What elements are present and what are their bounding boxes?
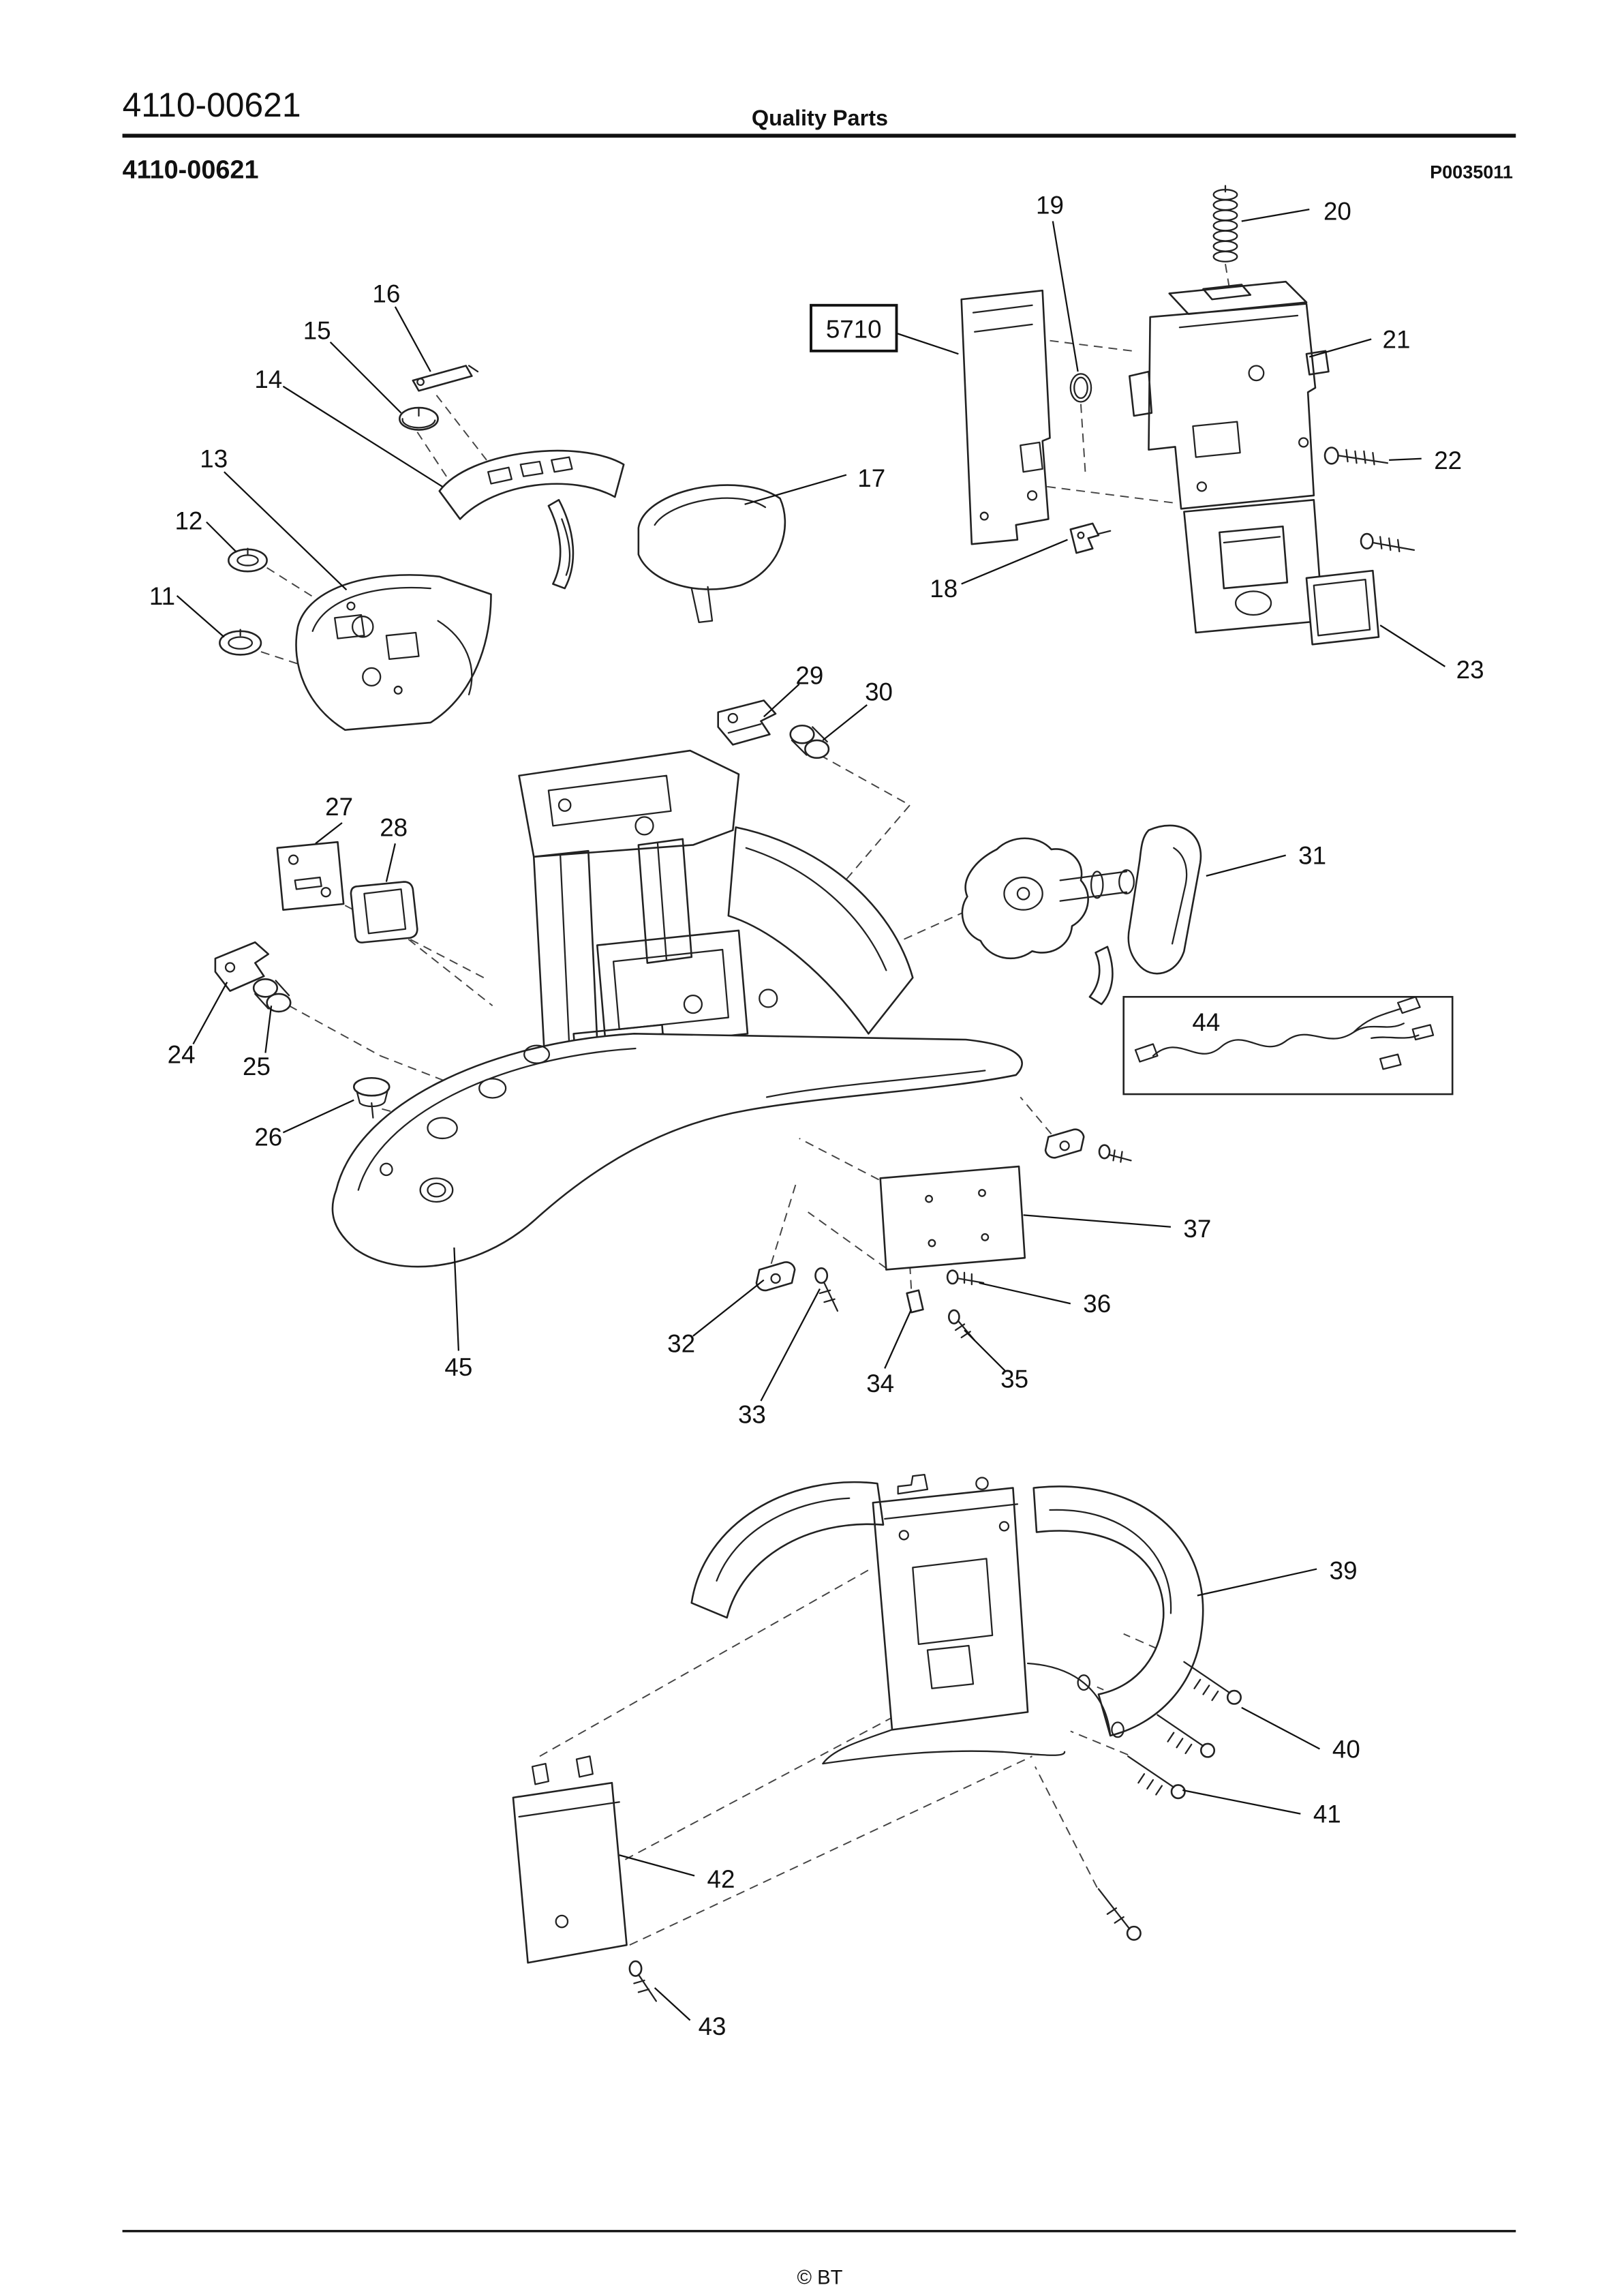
callout-5710: 5710 [826,315,882,343]
part-39-handle-assembly [690,1473,1204,1765]
part-19-oring [1069,373,1092,403]
callout-29: 29 [795,662,823,690]
callout-13: 13 [200,445,228,473]
callout-11: 11 [149,582,175,610]
callout-25: 25 [243,1053,271,1081]
part-11-grommet [219,629,262,656]
part-12-grommet [228,547,268,573]
part-18-contact [1069,522,1112,554]
clamp-pair-drawing [1044,1128,1132,1163]
page-header: 4110-00621 Quality Parts 4110-00621 P003… [123,86,1516,185]
callout-36: 36 [1083,1290,1111,1318]
callout-box [810,303,898,352]
callout-45: 45 [444,1353,472,1381]
callout-28: 28 [380,814,408,842]
page-footer: © BT [122,2230,1516,2289]
header-center-title: Quality Parts [752,106,888,130]
part-26-cap [352,1076,391,1119]
part-13-housing [295,574,492,731]
callout-31: 31 [1298,842,1326,870]
diagram-art [214,185,1454,2002]
callout-15: 15 [303,317,331,345]
callout-18: 18 [930,575,958,603]
part-16-clip [412,365,479,392]
footer-copyright: © BT [797,2267,843,2289]
callout-44: 44 [1192,1008,1220,1036]
callout-22: 22 [1434,447,1462,474]
part-21-housing [1129,280,1330,634]
part-14-cover [438,449,625,590]
lower-mount-screw [1097,1888,1142,1941]
part-25-sleeve [252,978,292,1013]
part-15-grommet [399,406,439,431]
callout-32: 32 [667,1330,695,1358]
part-22-screws [1323,447,1416,553]
boxed-callout-5710: 5710 [810,303,898,352]
part-32-clamp [755,1261,796,1292]
image-reference: P0035011 [1430,162,1513,183]
callout-35: 35 [1000,1365,1028,1393]
part-34-pin [906,1289,924,1314]
callout-33: 33 [738,1400,766,1428]
part-23-pad [1305,569,1380,646]
part-31-knob-assembly [961,824,1202,1006]
callout-16: 16 [372,280,400,307]
part-33-screw [814,1267,839,1312]
part-45-baseplate [331,1033,1023,1268]
part-17-pad [637,484,786,623]
callout-30: 30 [865,678,893,706]
callout-21: 21 [1383,326,1411,354]
callout-34: 34 [866,1370,894,1398]
callout-37: 37 [1183,1215,1211,1243]
part-44-harness [1122,995,1454,1096]
part-43-screw [628,1960,657,2002]
header-doc-number: 4110-00621 [123,86,301,124]
part-37-plate [879,1165,1026,1271]
page-subtitle: 4110-00621 [123,156,259,185]
callout-17: 17 [857,464,885,492]
part-29-clip [717,699,777,746]
part-24-clip [214,941,270,992]
callout-42: 42 [707,1865,735,1893]
callout-leader-lines [176,209,1445,2021]
part-5710-panel [960,289,1051,545]
callout-19: 19 [1036,192,1064,220]
callout-27: 27 [325,793,353,821]
part-40-screws [1157,1661,1242,1758]
part-20-spring [1212,185,1238,262]
callout-12: 12 [174,507,202,535]
harness-box [1122,995,1454,1096]
part-42-plate [512,1755,628,1964]
part-36-screw [946,1269,985,1286]
callout-43: 43 [699,2012,726,2040]
part-41-screw [1127,1755,1186,1800]
part-30-sleeve [789,724,830,759]
callout-24: 24 [168,1041,196,1069]
callout-23: 23 [1456,656,1484,684]
callout-20: 20 [1323,197,1351,225]
callout-40: 40 [1332,1735,1360,1763]
callout-labels: 11 12 13 14 15 16 17 18 19 20 21 22 23 2… [149,192,1484,2040]
part-27-plate [276,841,345,911]
callout-39: 39 [1330,1557,1358,1585]
callout-41: 41 [1313,1800,1341,1828]
part-28-pad [350,881,418,943]
callout-26: 26 [254,1123,282,1151]
callout-14: 14 [254,365,282,393]
